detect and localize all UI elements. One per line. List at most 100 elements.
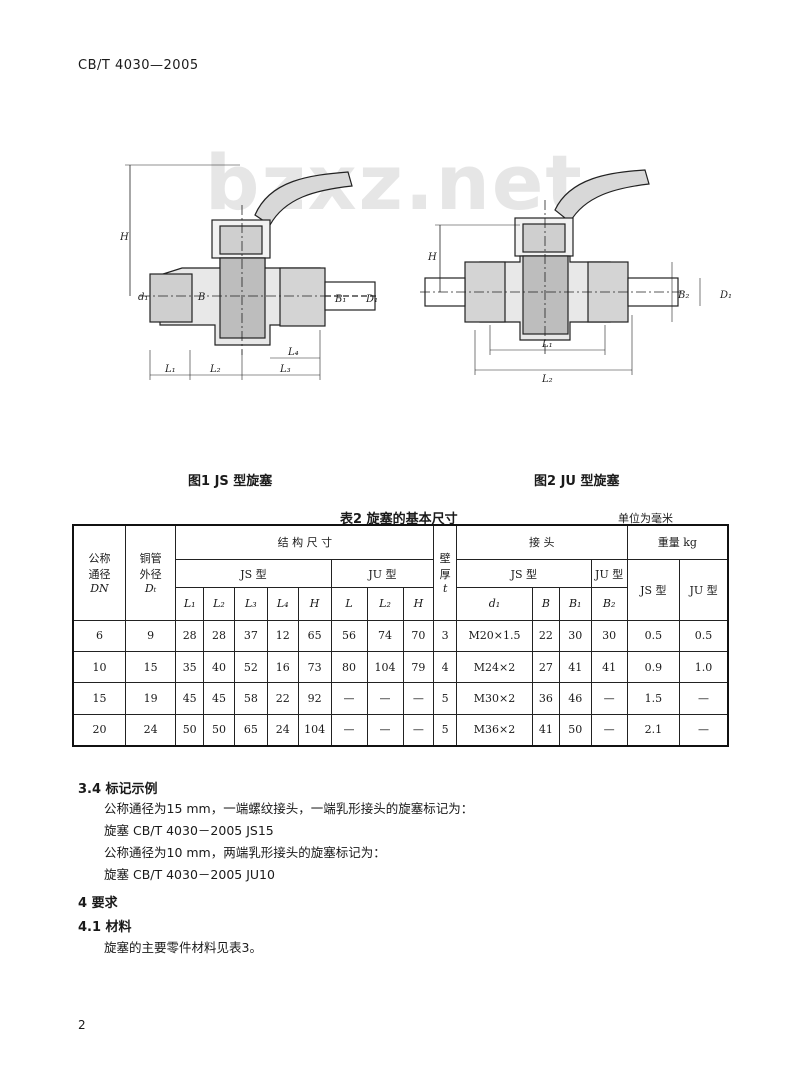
- section-4-1-heading: 4.1 材料: [78, 920, 132, 935]
- section-4-heading: 4 要求: [78, 896, 118, 911]
- cell: 0.5: [679, 619, 729, 652]
- cell: 24: [124, 713, 177, 747]
- fig1-label-B1: B₁: [334, 294, 346, 305]
- document-header: CB/T 4030—2005: [78, 58, 199, 73]
- cell: 15: [124, 650, 177, 684]
- section-4-1-p1: 旋塞的主要零件材料见表3。: [104, 940, 262, 955]
- cell: —: [402, 682, 435, 715]
- section-3-4-p1: 公称通径为15 mm，一端螺纹接头，一端乳形接头的旋塞标记为：: [104, 801, 474, 816]
- cell: —: [679, 713, 729, 747]
- fig2-label-Dt: D₁: [719, 290, 732, 301]
- figure-1-js-valve: H d₁ B B₁ D₁ L₁ L₂ L₃ L₄: [120, 164, 378, 380]
- cell: 36: [532, 682, 560, 715]
- cell: —: [330, 682, 368, 715]
- cell: 58: [233, 682, 268, 715]
- cell: 70: [402, 619, 435, 652]
- cell: 10: [72, 650, 126, 684]
- header-wall: 壁 厚 t: [433, 524, 457, 621]
- cell: 1.5: [626, 682, 681, 715]
- fig1-label-Dt: D₁: [365, 294, 378, 305]
- sub-joint-b1: B₁: [558, 587, 592, 621]
- header-weight-ju: JU 型: [679, 558, 729, 621]
- sub-joint-b: B: [532, 587, 560, 621]
- cell: 50: [203, 713, 235, 747]
- fig1-label-H: H: [120, 232, 129, 243]
- cell: 52: [233, 650, 268, 684]
- cell: 65: [297, 619, 332, 652]
- fig2-label-L1: L₁: [541, 339, 553, 350]
- header-dt-line2: 外径: [139, 568, 162, 582]
- table-2-unit: 单位为毫米: [618, 512, 673, 525]
- cell: 41: [532, 713, 560, 747]
- header-weight-js: JS 型: [626, 558, 681, 621]
- cell: 27: [532, 650, 560, 684]
- cell: 30: [558, 619, 592, 652]
- header-struct-ju: JU 型: [330, 558, 435, 589]
- header-joint: 接 头: [455, 524, 628, 560]
- figure-2-ju-valve: H B₂ D₁ L₁ L₂: [420, 169, 732, 385]
- sub-js-l3: L₃: [233, 587, 268, 621]
- cell: 37: [233, 619, 268, 652]
- header-struct: 结 构 尺 寸: [175, 524, 435, 560]
- cell: 5: [433, 713, 457, 747]
- cell: 45: [175, 682, 205, 715]
- page-number: 2: [78, 1018, 86, 1032]
- header-wall-line2: 厚: [439, 568, 451, 582]
- header-joint-ju: JU 型: [590, 558, 628, 589]
- figure-2-caption: 图2 JU 型旋塞: [534, 474, 620, 489]
- cell: 12: [266, 619, 299, 652]
- cell: 2.1: [626, 713, 681, 747]
- sub-ju-l2: L₂: [366, 587, 404, 621]
- cell: 79: [402, 650, 435, 684]
- cell: 28: [203, 619, 235, 652]
- header-dt-line1: 铜管: [139, 552, 162, 566]
- table-2-title: 表2 旋塞的基本尺寸: [340, 512, 458, 527]
- cell: 16: [266, 650, 299, 684]
- fig2-label-H: H: [427, 252, 437, 263]
- table-2: 公称 通径 DN 铜管 外径 Dₜ 结 构 尺 寸 壁 厚 t 接 头 重量 k…: [72, 524, 729, 747]
- fig1-label-B: B: [197, 292, 205, 303]
- header-joint-js: JS 型: [455, 558, 592, 589]
- sub-joint-b2: B₂: [590, 587, 628, 621]
- header-dt-line3: Dₜ: [144, 582, 157, 596]
- cell: M36×2: [455, 713, 534, 747]
- cell: 28: [175, 619, 205, 652]
- fig1-label-L2: L₂: [209, 364, 221, 375]
- cell: 35: [175, 650, 205, 684]
- fig2-label-B2: B₂: [677, 290, 689, 301]
- header-dn-line1: 公称: [88, 552, 111, 566]
- sub-ju-h: H: [402, 587, 435, 621]
- cell: 46: [558, 682, 592, 715]
- cell: 0.9: [626, 650, 681, 684]
- header-dn-line2: 通径: [88, 568, 111, 582]
- cell: 3: [433, 619, 457, 652]
- figure-1-caption: 图1 JS 型旋塞: [188, 474, 273, 489]
- cell: —: [366, 713, 404, 747]
- cell: —: [679, 682, 729, 715]
- cell: M24×2: [455, 650, 534, 684]
- cell: —: [330, 713, 368, 747]
- cell: 20: [72, 713, 126, 747]
- cell: 104: [297, 713, 332, 747]
- sub-js-h: H: [297, 587, 332, 621]
- cell: 24: [266, 713, 299, 747]
- cell: 22: [532, 619, 560, 652]
- cell: 104: [366, 650, 404, 684]
- cell: 9: [124, 619, 177, 652]
- fig2-label-L2: L₂: [541, 374, 553, 385]
- fig1-label-L1: L₁: [164, 364, 176, 375]
- section-3-4-p4: 旋塞 CB/T 4030－2005 JU10: [104, 867, 275, 882]
- header-weight: 重量 kg: [626, 524, 729, 560]
- header-dn: 公称 通径 DN: [72, 524, 126, 621]
- cell: 5: [433, 682, 457, 715]
- fig1-label-L3: L₃: [279, 364, 291, 375]
- cell: 50: [175, 713, 205, 747]
- cell: —: [402, 713, 435, 747]
- sub-js-l4: L₄: [266, 587, 299, 621]
- cell: 80: [330, 650, 368, 684]
- cell: M30×2: [455, 682, 534, 715]
